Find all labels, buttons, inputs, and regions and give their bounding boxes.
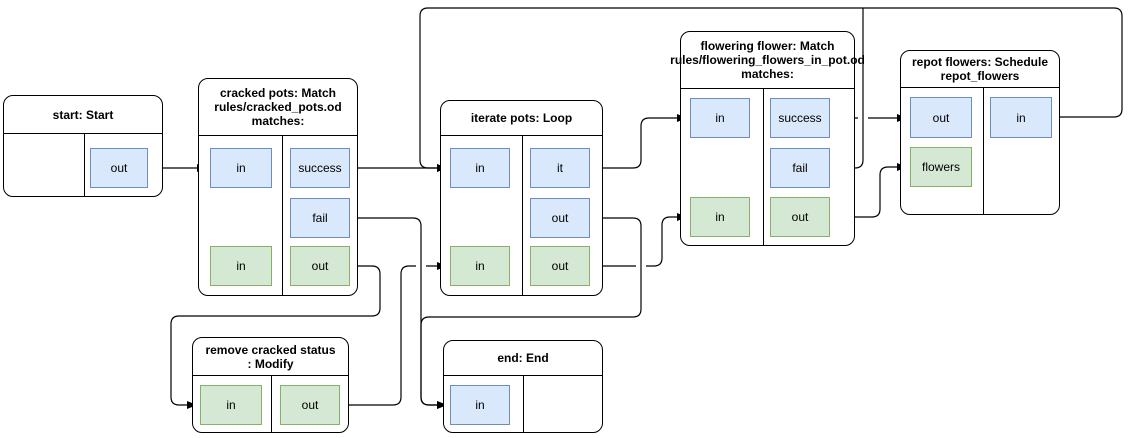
node-column-divider [523, 375, 524, 432]
port-label: flowers [921, 160, 960, 174]
port-iterate-pots-in[interactable]: in [450, 148, 510, 188]
port-iterate-pots-it[interactable]: it [530, 148, 590, 188]
port-label: in [1016, 110, 1026, 125]
node-title: end: End [444, 341, 602, 376]
node-title-line: repot flowers: Schedule [911, 55, 1049, 69]
port-iterate-pots-out-data[interactable]: out [530, 246, 590, 286]
node-iterate-pots[interactable]: iterate pots: Loop in it out in out [440, 100, 603, 296]
edge-cracked-fail--end-in[interactable] [350, 217, 447, 409]
port-label: out [791, 210, 809, 224]
port-cracked-pots-success[interactable]: success [290, 148, 350, 188]
port-label: out [301, 398, 319, 412]
node-title-line: flowering flower: Match [700, 39, 835, 53]
node-title-line: iterate pots: Loop [470, 111, 573, 125]
port-label: in [715, 111, 725, 125]
port-label: in [475, 259, 485, 273]
port-label: out [311, 259, 329, 273]
edge-iterate-out--end-in[interactable] [420, 217, 642, 409]
port-remove-cracked-status-in[interactable]: in [200, 385, 262, 425]
node-column-divider [84, 133, 85, 196]
edge-iterate-it--flowering-in[interactable] [590, 114, 687, 169]
edge-repot-in--iterate-in-loop[interactable] [419, 7, 1123, 172]
node-title: start: Start [4, 96, 162, 134]
port-label: out [551, 211, 569, 225]
edge-cracked-out--remove-in[interactable] [170, 265, 381, 409]
node-title-line: cracked pots: Match [219, 86, 337, 100]
edge-flowering-out-data--repot-flowers[interactable] [830, 163, 907, 218]
port-label: success [298, 161, 342, 175]
node-title: remove cracked status: Modify [193, 338, 348, 376]
port-label: fail [312, 211, 328, 225]
edge-iterate-out-data--flowering-in-data[interactable] [590, 217, 687, 267]
node-title-line: matches: [251, 114, 305, 128]
port-label: in [236, 161, 246, 175]
port-iterate-pots-in-data[interactable]: in [450, 246, 510, 286]
node-column-divider [763, 88, 764, 245]
port-iterate-pots-out[interactable]: out [530, 198, 590, 238]
port-flowering-flower-fail[interactable]: fail [770, 148, 830, 188]
port-cracked-pots-in[interactable]: in [210, 148, 272, 188]
port-label: out [110, 161, 128, 175]
port-label: in [475, 398, 485, 412]
node-column-divider [282, 135, 283, 295]
port-remove-cracked-status-out[interactable]: out [280, 385, 340, 425]
node-title-line: rules/flowering_flowers_in_pot.od [670, 53, 865, 67]
port-label: in [715, 210, 725, 224]
node-end[interactable]: end: End in [443, 340, 603, 433]
port-flowering-flower-in[interactable]: in [690, 98, 750, 138]
port-repot-flowers-in[interactable]: in [990, 97, 1052, 138]
node-title-line: end: End [497, 351, 549, 365]
port-flowering-flower-in-data[interactable]: in [690, 197, 750, 237]
node-title-line: start: Start [52, 107, 114, 122]
node-title-line: matches: [741, 67, 794, 81]
port-cracked-pots-out-data[interactable]: out [290, 246, 350, 286]
port-label: out [551, 259, 569, 273]
port-label: in [236, 259, 246, 273]
port-flowering-flower-out-data[interactable]: out [770, 197, 830, 237]
node-remove-cracked-status[interactable]: remove cracked status: Modify in out [192, 337, 349, 433]
port-start-out[interactable]: out [90, 148, 148, 188]
port-repot-flowers-flowers[interactable]: flowers [910, 147, 972, 187]
node-column-divider [271, 375, 272, 432]
edge-flowering-fail--loopback[interactable] [830, 8, 864, 169]
port-label: in [475, 161, 485, 175]
port-label: in [226, 398, 236, 412]
node-title-line: repot_flowers [940, 69, 1020, 83]
node-start[interactable]: start: Start out [3, 95, 163, 197]
port-flowering-flower-success[interactable]: success [770, 98, 830, 138]
node-column-divider [983, 87, 984, 214]
port-label: out [932, 110, 950, 125]
port-cracked-pots-in-data[interactable]: in [210, 246, 272, 286]
node-title: iterate pots: Loop [441, 101, 602, 136]
port-label: fail [792, 161, 808, 175]
node-column-divider [522, 135, 523, 295]
node-title-line: rules/cracked_pots.od [214, 100, 342, 114]
port-label: success [778, 111, 822, 125]
port-label: it [557, 161, 563, 175]
node-title-line: : Modify [247, 356, 294, 371]
port-end-in[interactable]: in [450, 385, 510, 425]
port-repot-flowers-out[interactable]: out [910, 97, 972, 138]
port-cracked-pots-fail[interactable]: fail [290, 198, 350, 238]
node-title-line: remove cracked status [205, 342, 336, 357]
